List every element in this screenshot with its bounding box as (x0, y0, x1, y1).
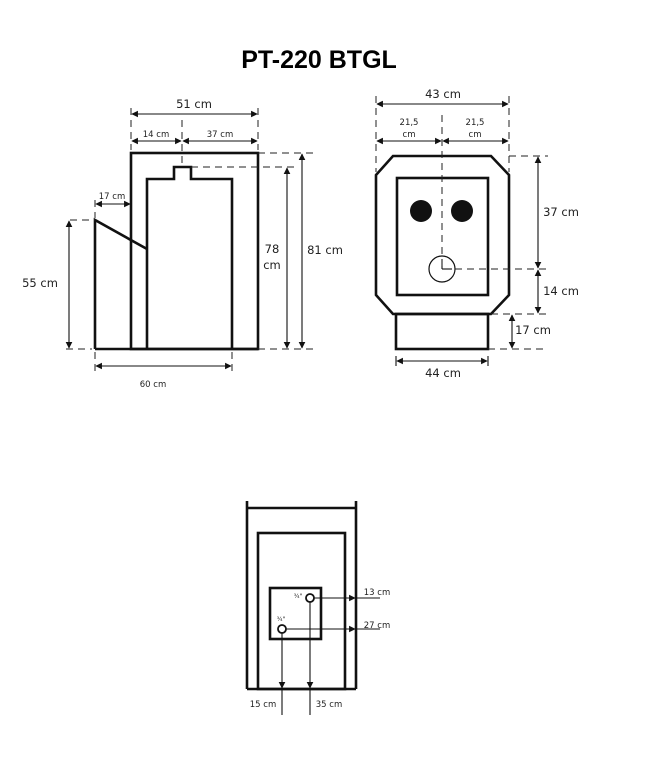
front-view: 43 cm 21,5 cm 21,5 cm 37 cm 14 cm 17 cm … (374, 87, 579, 380)
lower-connection-icon (277, 624, 287, 634)
label-half-left-unit: cm (403, 130, 416, 140)
base-stand (394, 312, 490, 351)
label-inner-height-unit: cm (263, 258, 281, 272)
label-lower-connection-size: ¾" (277, 616, 286, 623)
inner-panel-outline (256, 531, 347, 691)
label-front-height: 55 cm (22, 276, 58, 290)
label-lower-height: 27 cm (364, 621, 390, 631)
label-upper-height: 13 cm (364, 588, 390, 598)
inner-chamber-outline (145, 165, 234, 349)
heater-body-outline (129, 151, 260, 351)
label-base-width: 44 cm (425, 366, 461, 380)
label-upper-offset: 35 cm (316, 700, 342, 710)
back-view: ¾" ¾" 13 cm 27 cm 15 cm 35 cm (245, 501, 390, 715)
stove-front-panel (93, 217, 148, 349)
label-offset: 17 cm (99, 192, 125, 202)
label-width-right: 37 cm (207, 130, 233, 140)
knob-left-icon (410, 200, 432, 222)
label-width-left: 14 cm (143, 130, 169, 140)
label-base-height: 17 cm (515, 323, 551, 337)
knob-right-icon (451, 200, 473, 222)
connection-plate (268, 586, 323, 641)
label-top-to-gauge: 37 cm (543, 205, 579, 219)
page-title: PT-220 BTGL (241, 46, 397, 74)
side-view: 51 cm 14 cm 37 cm 17 cm 55 cm 78 cm 81 c… (22, 97, 343, 390)
label-half-right-unit: cm (469, 130, 482, 140)
label-inner-height-value: 78 (265, 242, 280, 256)
label-half-left-value: 21,5 (400, 118, 419, 128)
label-depth: 60 cm (140, 380, 166, 390)
label-width-total: 43 cm (425, 87, 461, 101)
label-upper-connection-size: ¾" (294, 593, 303, 600)
label-total-height: 81 cm (307, 243, 343, 257)
label-lower-offset: 15 cm (250, 700, 276, 710)
label-half-right-value: 21,5 (466, 118, 485, 128)
upper-connection-icon (305, 593, 315, 603)
label-gauge-to-base: 14 cm (543, 284, 579, 298)
label-width-total: 51 cm (176, 97, 212, 111)
